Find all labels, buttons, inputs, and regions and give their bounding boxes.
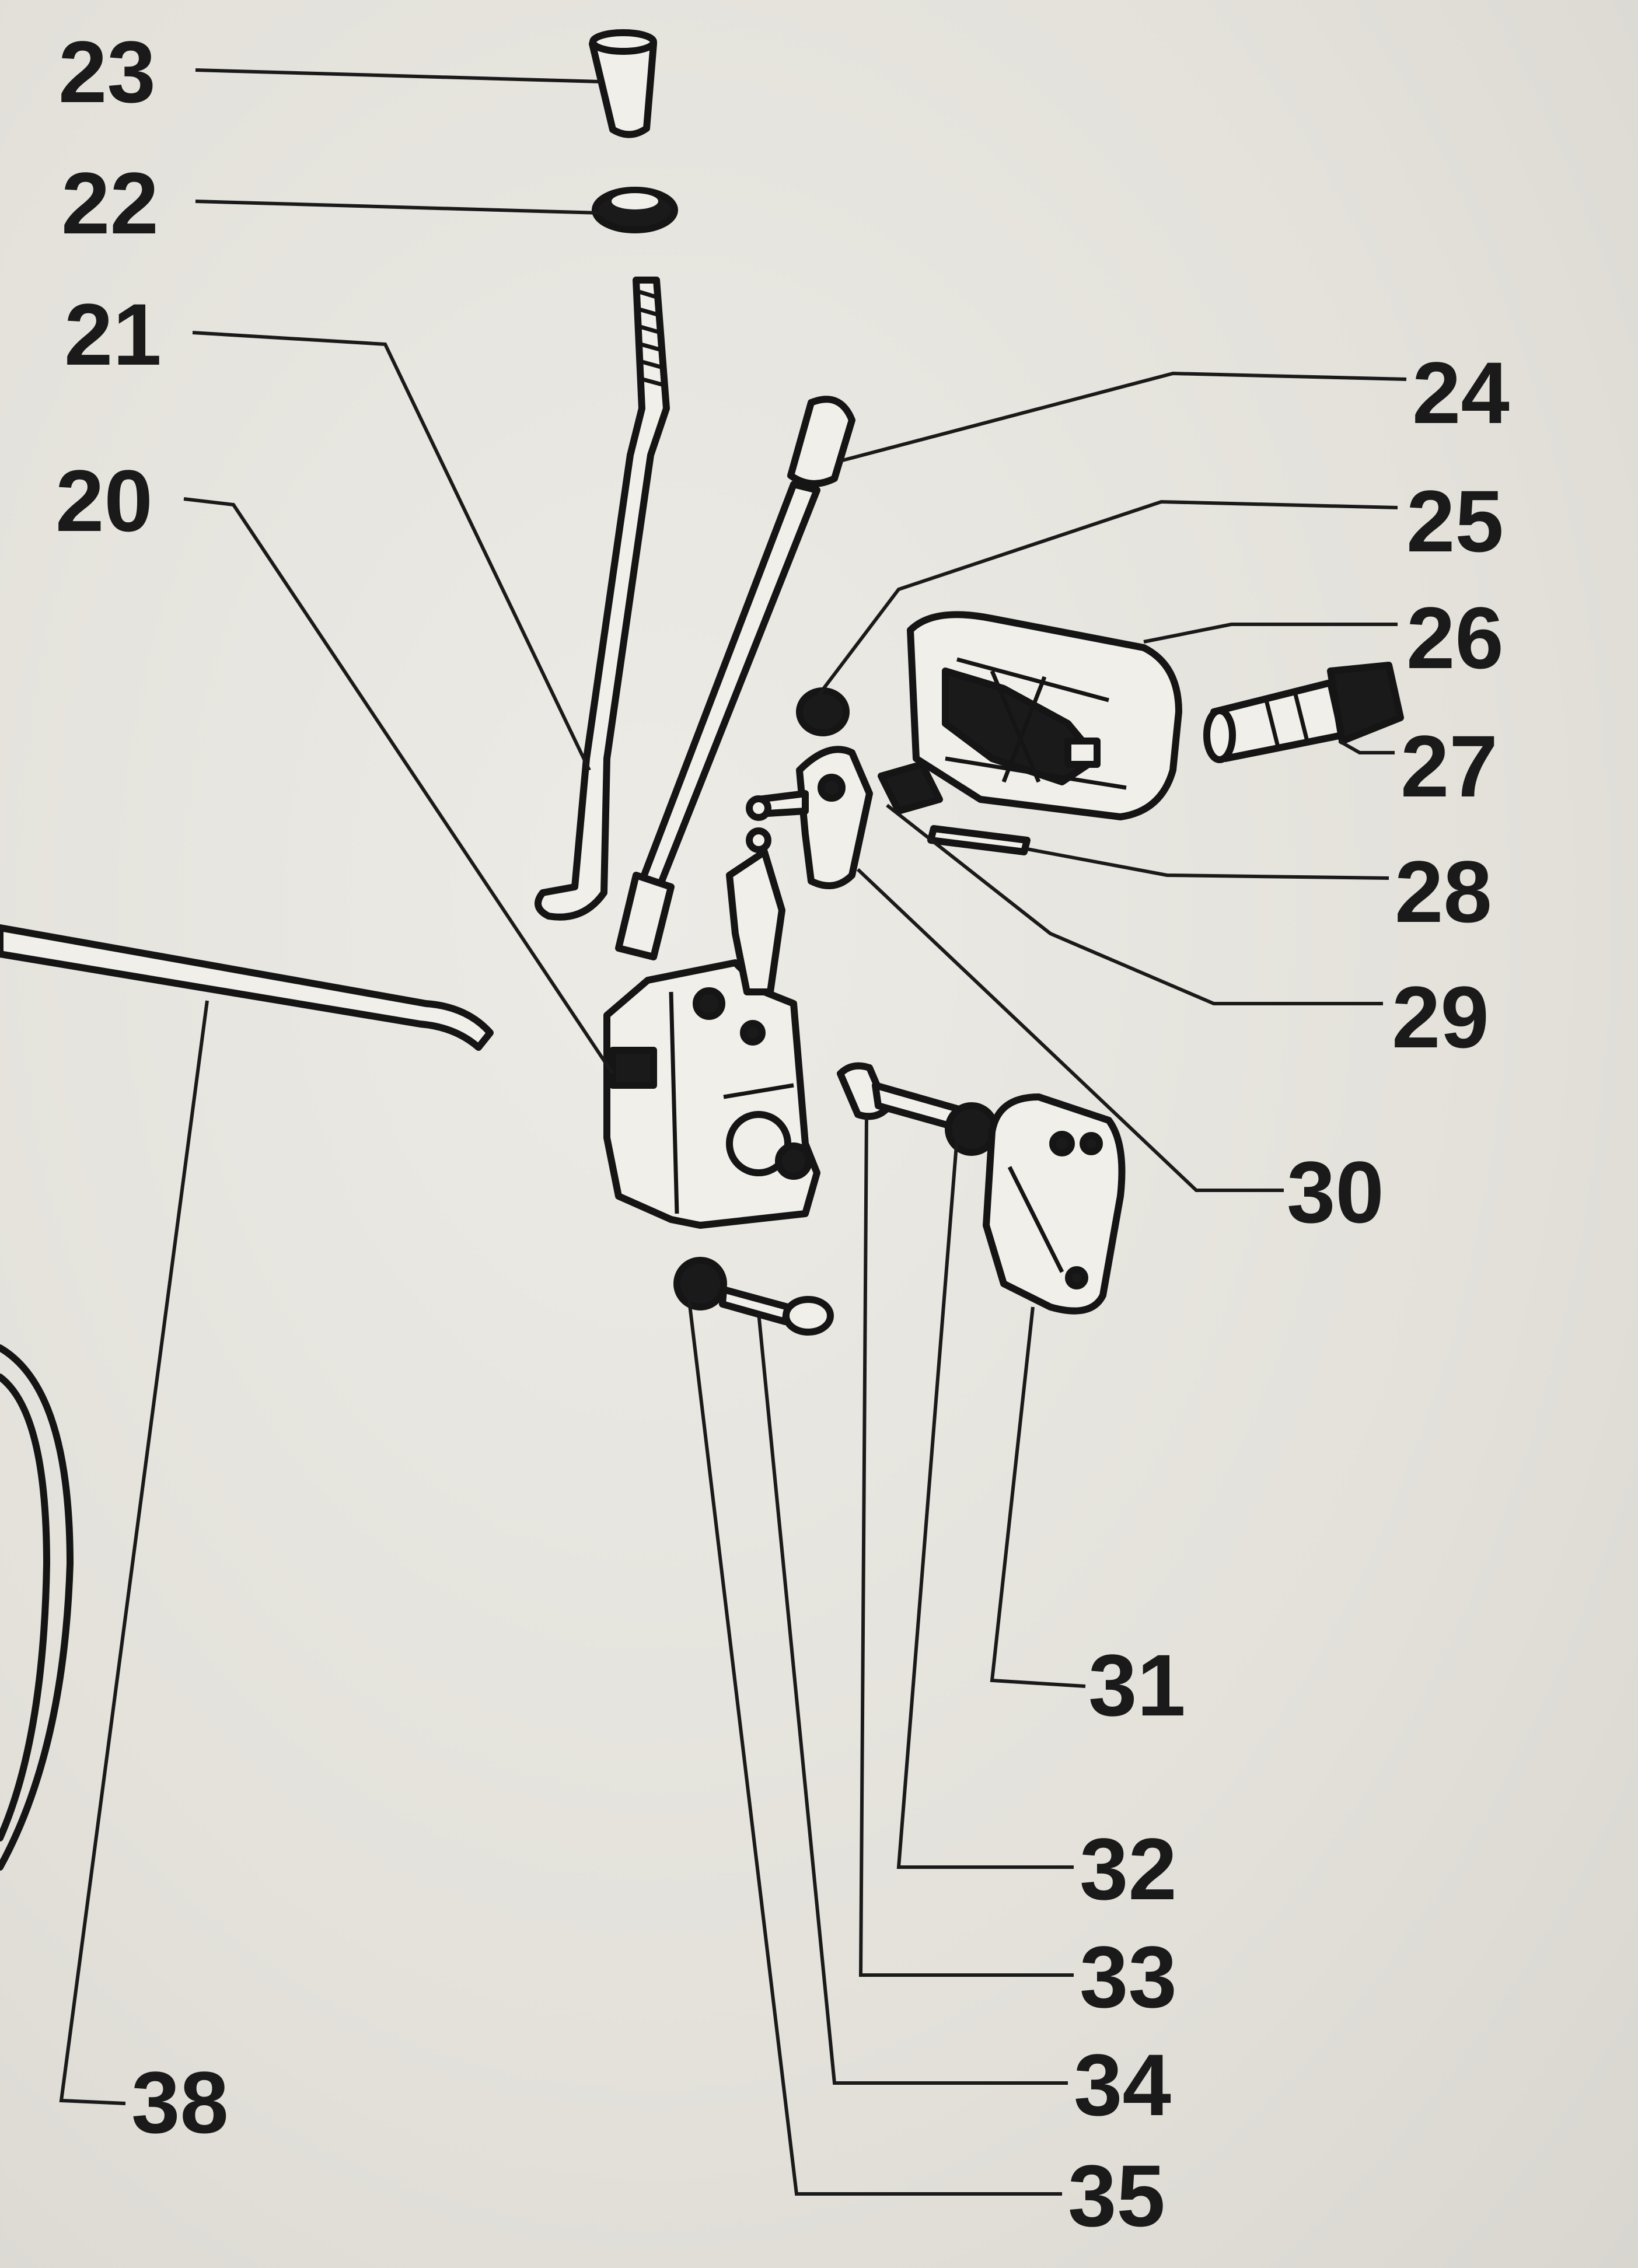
part-31-bracket [983, 1093, 1126, 1315]
part-24-handle-rod [615, 396, 855, 960]
callout-22: 22 [61, 154, 159, 252]
part-28-pin [878, 761, 1031, 855]
callout-29: 29 [1392, 968, 1489, 1066]
callout-25: 25 [1406, 472, 1504, 570]
part-20-lock-body [603, 848, 820, 1229]
part-33-bolt [837, 1062, 961, 1130]
callout-32: 32 [1080, 1820, 1177, 1918]
callout-27: 27 [1400, 717, 1498, 815]
door-frame-fragment [0, 1344, 74, 1871]
callout-31: 31 [1088, 1636, 1186, 1734]
part-26-lock-housing [907, 611, 1182, 820]
callout-34: 34 [1074, 2036, 1171, 2134]
leader-lines [59, 68, 1407, 2196]
callout-21: 21 [64, 285, 162, 383]
callout-23: 23 [58, 23, 156, 121]
callout-28: 28 [1395, 843, 1492, 941]
part-21-rod [535, 277, 670, 921]
callout-33: 33 [1080, 1928, 1177, 2026]
part-29-30-cam [746, 746, 873, 889]
part-25-nut [796, 687, 850, 736]
callout-38: 38 [131, 2053, 229, 2151]
part-27-cylinder [1203, 662, 1404, 763]
callout-35: 35 [1068, 2147, 1165, 2245]
part-34-screw [719, 1286, 834, 1336]
callout-labels: 23 22 21 20 24 25 26 27 28 29 30 31 32 3… [55, 23, 1510, 2245]
part-23-knob [589, 29, 657, 138]
callout-24: 24 [1412, 344, 1510, 442]
part-38-rod [0, 924, 494, 1051]
part-22-washer [592, 187, 678, 233]
callout-26: 26 [1406, 589, 1504, 687]
callout-30: 30 [1287, 1143, 1384, 1241]
callout-20: 20 [55, 452, 153, 550]
part-35-nut [673, 1257, 727, 1311]
